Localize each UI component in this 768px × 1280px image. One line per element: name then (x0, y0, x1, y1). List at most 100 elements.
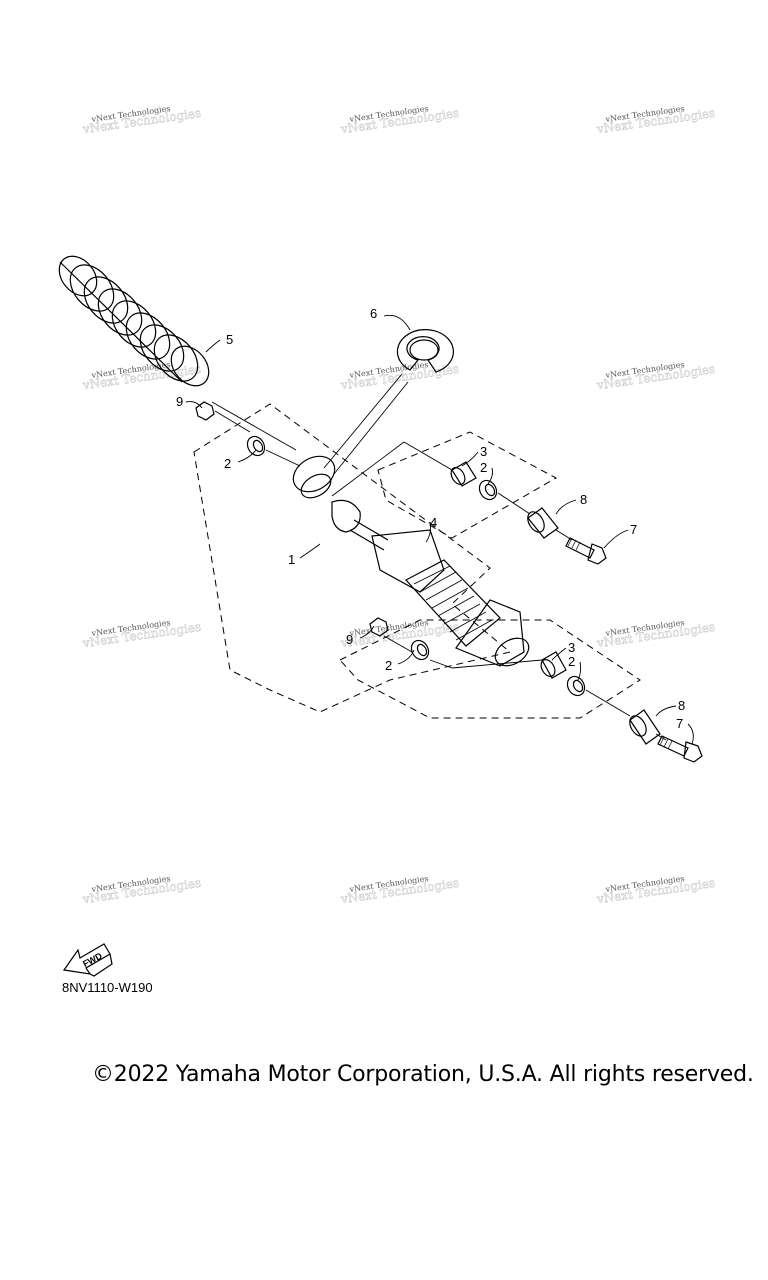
callout-leader (397, 649, 415, 665)
spring-coil (83, 276, 129, 324)
collar-lower-end (540, 659, 556, 677)
callout-leader (461, 451, 479, 467)
thread (571, 539, 577, 549)
callout-3: 3 (568, 640, 575, 655)
fwd-arrow-shadow (89, 953, 113, 977)
callout-leader (299, 543, 321, 559)
callout-4: 4 (430, 515, 437, 530)
spring-edge (59, 261, 183, 383)
thread (575, 541, 581, 551)
shock-cylinder-grooves (413, 565, 493, 641)
callout-2: 2 (224, 456, 231, 471)
nut-lower (369, 617, 389, 637)
shock-rod (349, 529, 385, 551)
thread (659, 736, 665, 746)
leader-line (497, 492, 531, 515)
spring-part (58, 255, 210, 387)
spacer-upper (527, 507, 559, 539)
watermark: vNext Technologies vNext Technologies (595, 360, 716, 393)
bolt-lower-threads (659, 736, 673, 750)
watermark: vNext Technologies vNext Technologies (81, 874, 202, 907)
spring-seat-ring (396, 329, 454, 373)
shock-bottom-eye (494, 637, 530, 667)
watermark: vNext Technologies vNext Technologies (339, 360, 460, 393)
nut-upper (195, 401, 215, 421)
callout-7: 7 (676, 716, 683, 731)
callout-leader (551, 647, 567, 661)
callout-5: 5 (226, 332, 233, 347)
shock-cylinder (405, 559, 501, 647)
shock-preload-ring (455, 599, 525, 667)
callout-3: 3 (480, 444, 487, 459)
watermark: vNext Technologies vNext Technologies (595, 104, 716, 137)
groove (425, 579, 463, 601)
bolt-parts (565, 537, 703, 763)
callout-2: 2 (385, 658, 392, 673)
groove (419, 571, 457, 593)
shock-top-cap (331, 499, 361, 533)
bushing-c-inner (416, 643, 428, 657)
callout-leader (383, 314, 411, 331)
callout-8: 8 (678, 698, 685, 713)
thread (567, 537, 573, 547)
callout-7: 7 (630, 522, 637, 537)
watermark: vNext Technologies vNext Technologies (81, 360, 202, 393)
bolt-upper-head (587, 543, 607, 565)
leader-line (265, 449, 301, 467)
spring-coil (153, 334, 199, 382)
spacer-lower-end (629, 715, 647, 737)
leader-line (214, 410, 251, 433)
shock-absorber-part (292, 455, 530, 667)
fwd-arrow-icon: FWD (62, 943, 113, 977)
bushing-d-inner (572, 679, 584, 693)
groove (413, 565, 451, 585)
thread (663, 738, 669, 748)
leader-line (429, 659, 453, 669)
callout-labels: 1 2 2 2 2 3 3 4 5 6 7 7 8 8 9 9 (176, 306, 685, 731)
callout-9: 9 (176, 394, 183, 409)
bolt-lower-head (683, 741, 703, 763)
collar-parts (450, 461, 567, 679)
spring-coil (69, 264, 115, 312)
collar-lower (541, 651, 567, 679)
callout-8: 8 (580, 492, 587, 507)
watermark-group: vNext Technologies vNext Technologies vN… (81, 104, 716, 907)
upper-mount-outline (377, 431, 558, 539)
diagram-code: 8NV1110-W190 (62, 980, 153, 995)
bushing-b (478, 479, 498, 501)
spring-seat-inner (409, 339, 439, 361)
spring-coil (97, 288, 143, 336)
fwd-arrow-shape (62, 943, 111, 975)
leader-line (451, 659, 543, 669)
spring-coil (58, 255, 98, 297)
callout-1: 1 (288, 552, 295, 567)
leader-line (331, 441, 405, 497)
spacer-parts (527, 507, 661, 745)
spring-coil (170, 345, 210, 387)
leader-line (323, 373, 403, 469)
nut-parts (195, 401, 389, 637)
callout-6: 6 (370, 306, 377, 321)
spacer-lower (629, 709, 661, 745)
callout-9: 9 (346, 632, 353, 647)
bolt-upper-threads (567, 537, 581, 551)
bushing-a (246, 435, 266, 457)
watermark: vNext Technologies vNext Technologies (339, 104, 460, 137)
callout-leader (425, 521, 431, 543)
callout-leader (655, 705, 677, 717)
spring-coil (111, 300, 157, 348)
spacer-upper-end (527, 511, 545, 533)
groove (437, 595, 475, 617)
bushing-c (410, 639, 430, 661)
callout-leader (185, 401, 203, 409)
thread (667, 740, 673, 750)
leader-lines (185, 314, 694, 745)
callout-leader (205, 339, 221, 353)
leader-line (383, 635, 413, 653)
groove (455, 619, 493, 641)
groove (431, 587, 469, 609)
watermark: vNext Technologies vNext Technologies (81, 618, 202, 651)
shock-upper-body (371, 529, 445, 593)
bushing-parts (246, 435, 586, 697)
